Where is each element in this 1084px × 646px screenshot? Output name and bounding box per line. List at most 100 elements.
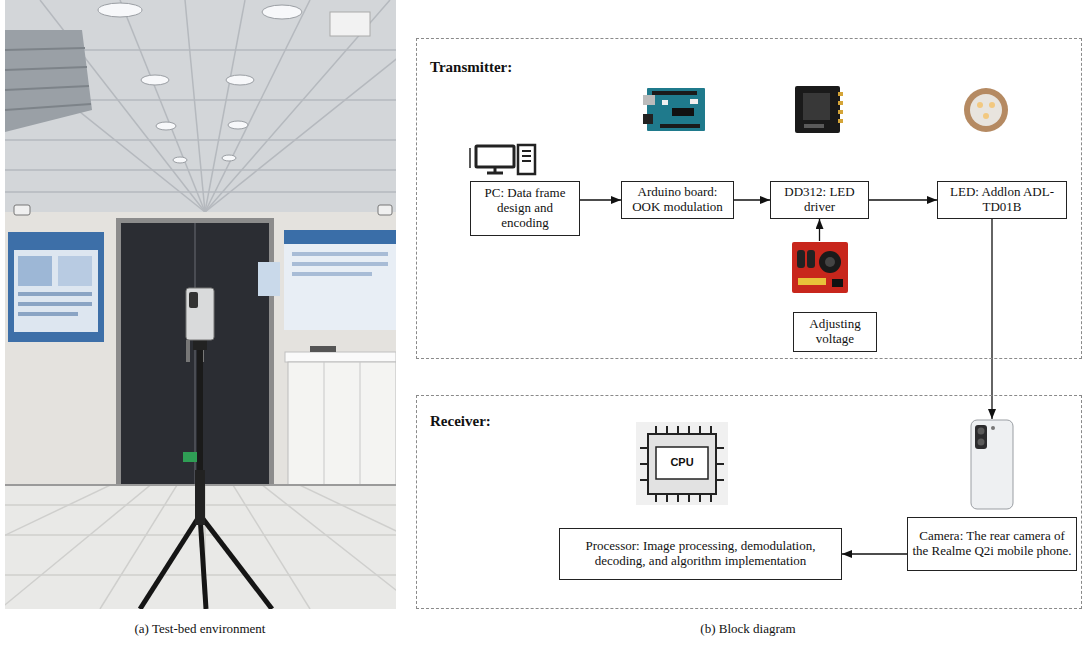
led-picture — [977, 102, 983, 108]
led-picture — [989, 102, 995, 108]
process-box: LED: Addlon ADL-TD01B — [937, 181, 1067, 219]
wall-cameras — [14, 205, 392, 215]
cpu-icon — [636, 422, 728, 505]
pc-icon — [522, 160, 531, 162]
process-box: DD312: LED driver — [770, 181, 869, 219]
ceiling-lights — [228, 121, 248, 129]
door — [194, 223, 196, 485]
ceiling-lights — [222, 155, 236, 161]
voltage-board-picture — [798, 278, 826, 285]
box-text: Camera: The rear camera of the Realme Q2… — [912, 529, 1072, 559]
box-text: LED: Addlon ADL-TD01B — [942, 185, 1062, 215]
pc-icon — [470, 145, 535, 174]
door — [116, 218, 274, 485]
floor-tiles — [5, 485, 396, 609]
figure-caption: (b) Block diagram — [598, 621, 898, 637]
air-vent — [5, 86, 89, 90]
led-picture — [970, 94, 1002, 126]
voltage-board-picture — [832, 279, 843, 287]
pc-icon — [518, 145, 535, 174]
wall-cameras — [378, 205, 392, 215]
cpu-icon — [655, 494, 657, 502]
test-bed-photo — [5, 0, 396, 609]
ceiling-grid — [5, 0, 396, 212]
led-driver-picture — [804, 124, 824, 128]
pc-icon — [487, 172, 503, 175]
voltage-board-picture — [797, 250, 805, 268]
tripod-with-phone — [200, 515, 272, 609]
ceiling-grid — [120, 0, 205, 212]
poster-left — [8, 232, 104, 342]
arrow-connector — [991, 219, 992, 419]
air-vent — [5, 30, 92, 132]
voltage-board-picture — [819, 251, 841, 273]
process-box: Adjusting voltage — [789, 241, 881, 353]
air-vent — [5, 104, 91, 110]
cpu-icon — [710, 426, 712, 434]
poster-right — [258, 230, 396, 330]
led-picture — [964, 88, 1008, 132]
poster-left — [18, 302, 92, 306]
ceiling-grid — [205, 0, 245, 212]
led-driver-picture — [795, 86, 843, 133]
phone-picture — [991, 426, 995, 430]
cabinet — [310, 346, 336, 352]
floor-tiles — [100, 485, 205, 609]
tripod-with-phone — [140, 515, 200, 609]
phone-picture — [978, 428, 985, 435]
phone-picture — [978, 439, 985, 446]
ceiling-grid — [5, 139, 396, 141]
door — [186, 340, 190, 362]
ceiling-lights — [98, 3, 302, 163]
poster-right — [292, 252, 388, 256]
cpu-icon — [677, 426, 679, 434]
led-picture — [964, 88, 1008, 132]
phone-picture — [975, 425, 987, 449]
led-driver-picture — [803, 93, 830, 120]
poster-left — [8, 232, 104, 342]
cpu-icon — [636, 422, 728, 505]
process-box: Camera: The rear camera of the Realme Q2… — [907, 419, 1077, 571]
led-driver-picture — [838, 119, 843, 123]
cabinet — [288, 362, 396, 485]
air-vent — [330, 12, 370, 36]
tripod-with-phone — [140, 288, 272, 609]
poster-left — [18, 312, 78, 316]
air-vent — [5, 48, 85, 50]
cpu-icon — [656, 447, 708, 479]
dashed-group: Receiver:Camera: The rear camera of the … — [416, 395, 1082, 609]
ceiling-grid — [205, 0, 310, 212]
poster-right — [284, 230, 396, 244]
node-picture — [967, 419, 1017, 511]
tripod-with-phone — [200, 515, 206, 609]
ceiling-lights — [226, 75, 254, 85]
cpu-icon — [666, 426, 668, 434]
arduino-board-picture — [643, 88, 705, 131]
floor-tiles — [5, 574, 396, 576]
wall-cameras — [14, 205, 30, 215]
poster-right — [292, 262, 388, 266]
poster-left — [18, 292, 92, 296]
cpu-icon — [710, 494, 712, 502]
cpu-icon — [716, 463, 724, 465]
pc-icon — [522, 150, 531, 152]
arduino-board-picture — [672, 108, 694, 116]
tripod-with-phone — [195, 470, 205, 525]
process-box: PC: Data frame design and encoding — [470, 181, 580, 236]
node-picture — [792, 242, 848, 293]
group-title: Transmitter: — [430, 59, 1081, 76]
pc-icon — [469, 148, 471, 168]
tripod-with-phone — [189, 292, 198, 308]
pc-icon — [476, 146, 514, 167]
arrow-connector — [869, 199, 937, 200]
dashed-group: Transmitter: PC: Data frame design and en… — [416, 38, 1082, 359]
ceiling-lights — [98, 3, 142, 17]
floor-sign — [183, 452, 199, 462]
test-bed-photo — [5, 0, 396, 609]
cpu-icon — [699, 494, 701, 502]
led-driver-picture — [795, 86, 840, 133]
process-box: Processor: Image processing, demodulatio… — [559, 528, 842, 580]
cpu-icon — [640, 479, 648, 481]
floor-tiles — [5, 485, 205, 609]
